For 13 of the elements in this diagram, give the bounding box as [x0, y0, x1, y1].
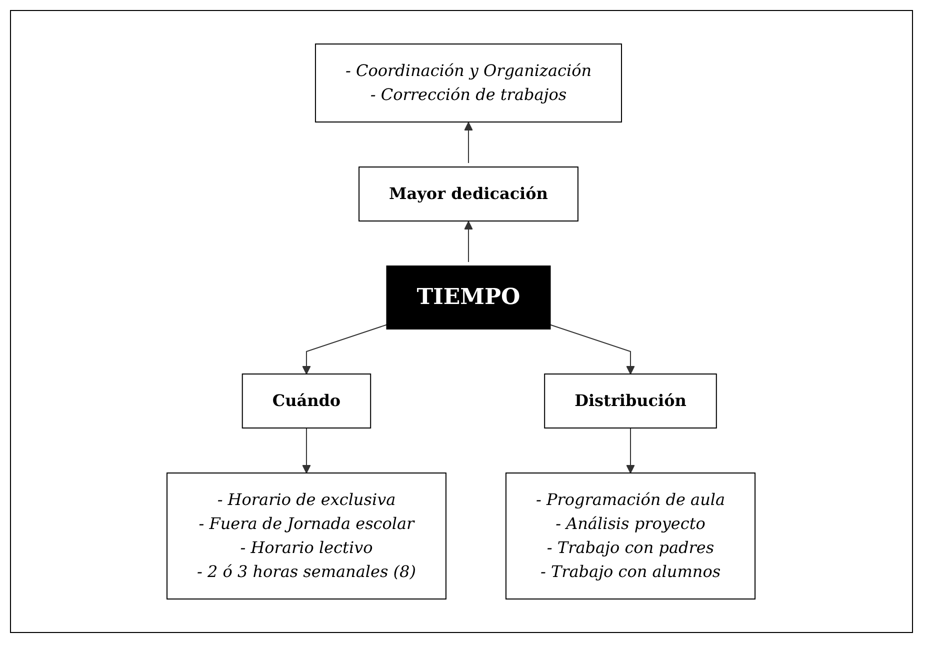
arrow — [626, 428, 636, 474]
node-box: - Horario de exclusiva - Fuera de Jornada escolar - Horario lectivo - 2 ó 3 horas semanales (8) — [166, 472, 447, 600]
arrow — [464, 122, 474, 164]
arrow — [464, 221, 474, 262]
node-box: Mayor dedicación — [359, 166, 579, 222]
node-box: - Programación de aula - Análisis proyecto - Trabajo con padres - Trabajo con alumnos — [506, 472, 756, 600]
node-box: - Coordinación y Organización - Corrección de trabajos — [315, 44, 622, 122]
arrow — [302, 324, 388, 374]
node-box: Cuándo — [242, 374, 372, 428]
node-box: TIEMPO — [386, 266, 552, 330]
node-box: Distribución — [544, 374, 718, 428]
arrow — [302, 428, 312, 474]
arrow — [550, 324, 636, 374]
